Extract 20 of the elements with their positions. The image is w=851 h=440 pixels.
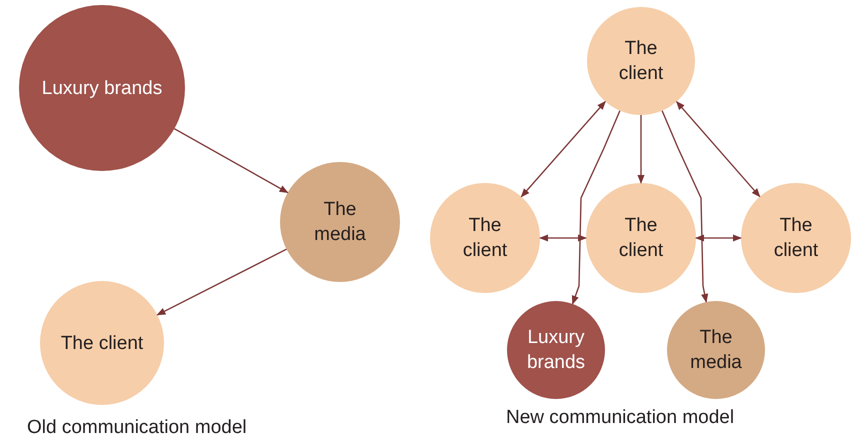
arrow [676,100,760,198]
node-label: The client [618,37,664,86]
arrow [174,128,288,194]
node-label: The client [462,214,508,263]
arrow [572,110,620,305]
node-label: The media [313,198,367,247]
caption: Old communication model [27,416,247,440]
caption: New communication model [506,406,734,430]
arrow [520,100,606,198]
node-label: Luxury brands [526,326,586,375]
node-label: The client [772,214,820,263]
node-label: The client [618,214,664,263]
node-label: The client [60,332,144,356]
arrow [695,234,742,242]
arrow [662,110,708,303]
arrow [156,248,287,316]
arrow [539,234,587,242]
arrow [637,115,645,184]
node-label: Luxury brands [40,76,164,100]
node-label: The media [689,326,743,375]
